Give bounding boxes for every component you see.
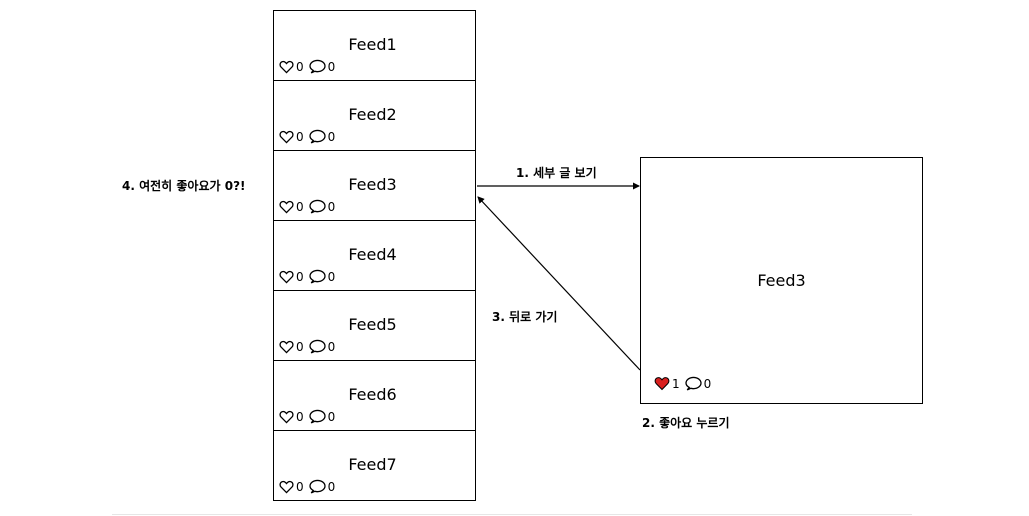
feed-title: Feed4 <box>348 245 397 264</box>
like-count: 0 <box>296 409 304 424</box>
comment-count: 0 <box>327 199 336 214</box>
feed-stats: 0 0 <box>279 339 340 354</box>
comment-count: 0 <box>327 59 336 74</box>
step-1-label: 1. 세부 글 보기 <box>516 166 597 180</box>
comment-count: 0 <box>327 339 336 354</box>
heart-outline-icon[interactable] <box>279 60 294 74</box>
feed-stats: 0 0 <box>279 269 340 284</box>
heart-outline-icon[interactable] <box>279 410 294 424</box>
feed-item-4[interactable]: Feed4 0 0 <box>273 220 476 291</box>
like-count: 0 <box>296 59 304 74</box>
feed-stats: 0 0 <box>279 59 340 74</box>
step-4-label: 4. 여전히 좋아요가 0?! <box>122 179 246 193</box>
feed-stats: 0 0 <box>279 479 340 494</box>
speech-bubble-icon[interactable] <box>308 269 326 284</box>
heart-outline-icon[interactable] <box>279 130 294 144</box>
heart-outline-icon[interactable] <box>279 340 294 354</box>
comment-count: 0 <box>327 479 336 494</box>
feed-stats: 0 0 <box>279 199 340 214</box>
comment-count: 0 <box>327 269 336 284</box>
speech-bubble-icon[interactable] <box>308 409 326 424</box>
feed-item-6[interactable]: Feed6 0 0 <box>273 360 476 431</box>
speech-bubble-icon[interactable] <box>308 129 326 144</box>
speech-bubble-icon[interactable] <box>308 339 326 354</box>
like-count: 0 <box>296 479 304 494</box>
feed-title: Feed1 <box>348 35 397 54</box>
comment-count: 0 <box>327 129 336 144</box>
feed-title: Feed5 <box>348 315 397 334</box>
step-2-label: 2. 좋아요 누르기 <box>642 416 730 430</box>
speech-bubble-icon[interactable] <box>308 59 326 74</box>
feed-stats: 0 0 <box>279 129 340 144</box>
feed-item-7[interactable]: Feed7 0 0 <box>273 430 476 501</box>
like-count: 1 <box>672 376 680 391</box>
detail-stats: 1 0 <box>654 376 716 391</box>
feed-item-1[interactable]: Feed1 0 0 <box>273 10 476 81</box>
like-count: 0 <box>296 269 304 284</box>
like-count: 0 <box>296 129 304 144</box>
step-3-label: 3. 뒤로 가기 <box>492 310 558 324</box>
heart-filled-icon[interactable] <box>654 376 670 391</box>
speech-bubble-icon[interactable] <box>308 479 326 494</box>
heart-outline-icon[interactable] <box>279 200 294 214</box>
like-count: 0 <box>296 199 304 214</box>
comment-count: 0 <box>703 376 712 391</box>
heart-outline-icon[interactable] <box>279 480 294 494</box>
comment-count: 0 <box>327 409 336 424</box>
feed-title: Feed7 <box>348 455 397 474</box>
speech-bubble-icon[interactable] <box>684 376 702 391</box>
feed-detail-view: Feed3 1 0 <box>640 157 923 404</box>
divider <box>112 514 912 515</box>
feed-item-5[interactable]: Feed5 0 0 <box>273 290 476 361</box>
arrow-back-to-list <box>477 196 641 371</box>
feed-item-3[interactable]: Feed3 0 0 <box>273 150 476 221</box>
detail-title: Feed3 <box>757 271 806 290</box>
feed-title: Feed3 <box>348 175 397 194</box>
feed-stats: 0 0 <box>279 409 340 424</box>
feed-title: Feed6 <box>348 385 397 404</box>
speech-bubble-icon[interactable] <box>308 199 326 214</box>
feed-list: Feed1 0 0 Feed2 0 0 Feed3 0 0 Feed4 0 <box>273 10 476 501</box>
like-count: 0 <box>296 339 304 354</box>
heart-outline-icon[interactable] <box>279 270 294 284</box>
feed-title: Feed2 <box>348 105 397 124</box>
